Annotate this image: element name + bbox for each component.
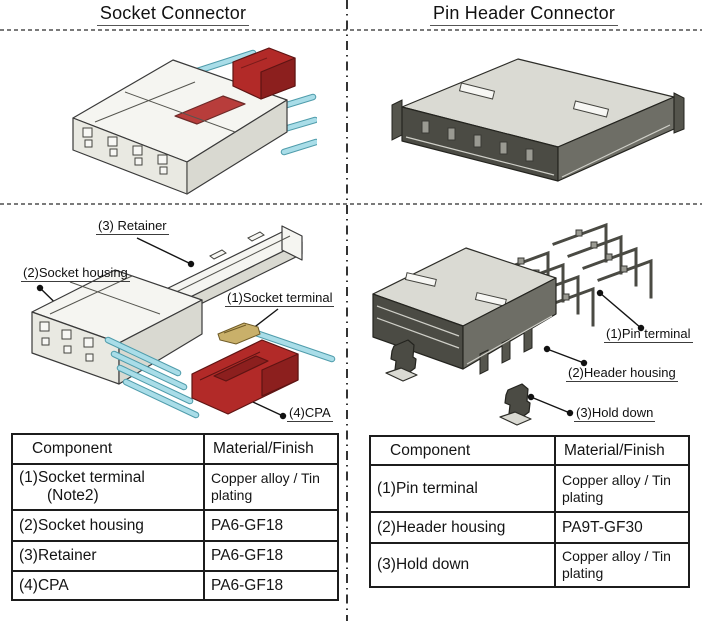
column-header-component: Component (369, 435, 556, 466)
socket-materials-table: Component Material/Finish (1)Socket term… (11, 433, 339, 601)
material-cell: Copper alloy / Tin plating (203, 463, 339, 511)
table-row: (3)Retainer PA6-GF18 (11, 540, 339, 572)
socket-housing-part-icon (31, 269, 203, 385)
table-header-row: Component Material/Finish (369, 435, 690, 466)
material-cell: PA6-GF18 (203, 509, 339, 542)
label-socket-housing: (2)Socket housing (21, 265, 130, 283)
material-cell: PA6-GF18 (203, 540, 339, 572)
table-header-row: Component Material/Finish (11, 433, 339, 465)
component-cell: (3)Retainer (11, 540, 205, 572)
material-cell: PA6-GF18 (203, 570, 339, 601)
socket-terminal-part-icon (217, 322, 336, 363)
component-cell: (1)Pin terminal (369, 464, 556, 513)
cpa-strip-visible (174, 95, 246, 125)
cpa-latch-icon (232, 47, 296, 100)
material-cell: PA9T-GF30 (554, 511, 690, 544)
component-cell: (1)Socket terminal(Note2) (11, 463, 205, 511)
header-opening (401, 106, 559, 182)
table-row: (3)Hold down Copper alloy / Tin plating (369, 542, 690, 588)
socket-connector-assembled-view (72, 47, 317, 195)
component-cell: (3)Hold down (369, 542, 556, 588)
table-row: (2)Header housing PA9T-GF30 (369, 511, 690, 544)
table-row: (4)CPA PA6-GF18 (11, 570, 339, 601)
socket-body-front (72, 117, 188, 195)
socket-body-top (72, 59, 288, 163)
column-header-component: Component (11, 433, 205, 465)
pin-header-connector-title: Pin Header Connector (348, 3, 700, 26)
socket-connector-exploded-view (31, 225, 336, 419)
wires-icon (104, 336, 200, 419)
pin-materials-table: Component Material/Finish (1)Pin termina… (369, 435, 690, 588)
column-header-material: Material/Finish (203, 433, 339, 465)
header-pins-visible (421, 120, 534, 162)
socket-connector-title-text: Socket Connector (96, 3, 250, 26)
header-flange-right (673, 92, 685, 134)
label-socket-terminal: (1)Socket terminal (225, 290, 335, 308)
cpa-part-icon (191, 339, 299, 415)
leader-socket-housing (36, 284, 82, 329)
leader-hold-down (527, 393, 574, 417)
label-header-housing: (2)Header housing (566, 365, 678, 383)
header-side (557, 96, 675, 182)
hold-down-clips-icon (385, 339, 532, 426)
table-row: (1)Socket terminal(Note2) Copper alloy /… (11, 463, 339, 511)
component-note: (Note2) (47, 487, 99, 504)
header-top (401, 58, 675, 148)
terminal-cavities (82, 127, 168, 175)
table-row: (1)Pin terminal Copper alloy / Tin plati… (369, 464, 690, 513)
leader-socket-terminal (239, 308, 279, 340)
component-cell: (4)CPA (11, 570, 205, 601)
wires-icon (184, 49, 317, 156)
table-row: (2)Socket housing PA6-GF18 (11, 509, 339, 542)
pin-header-connector-title-text: Pin Header Connector (429, 3, 619, 26)
leader-header-housing (543, 345, 588, 367)
label-retainer: (3) Retainer (96, 218, 169, 236)
pin-header-exploded-view (372, 222, 653, 426)
column-header-material: Material/Finish (554, 435, 690, 466)
component-cell: (2)Socket housing (11, 509, 205, 542)
leader-cpa (236, 392, 287, 420)
material-cell: Copper alloy / Tin plating (554, 542, 690, 588)
label-hold-down: (3)Hold down (574, 405, 656, 423)
label-pin-terminal: (1)Pin terminal (604, 326, 693, 344)
component-cell: (2)Header housing (369, 511, 556, 544)
material-cell: Copper alloy / Tin plating (554, 464, 690, 513)
label-cpa: (4)CPA (287, 405, 333, 423)
socket-connector-title: Socket Connector (0, 3, 346, 26)
socket-body-side (186, 99, 288, 195)
pin-terminals-icon (494, 222, 653, 327)
header-housing-part-icon (372, 247, 557, 375)
pin-header-assembled-view (391, 58, 685, 182)
leader-retainer (136, 237, 195, 268)
header-flange-left (391, 99, 403, 141)
leader-pin-terminal (596, 289, 645, 332)
